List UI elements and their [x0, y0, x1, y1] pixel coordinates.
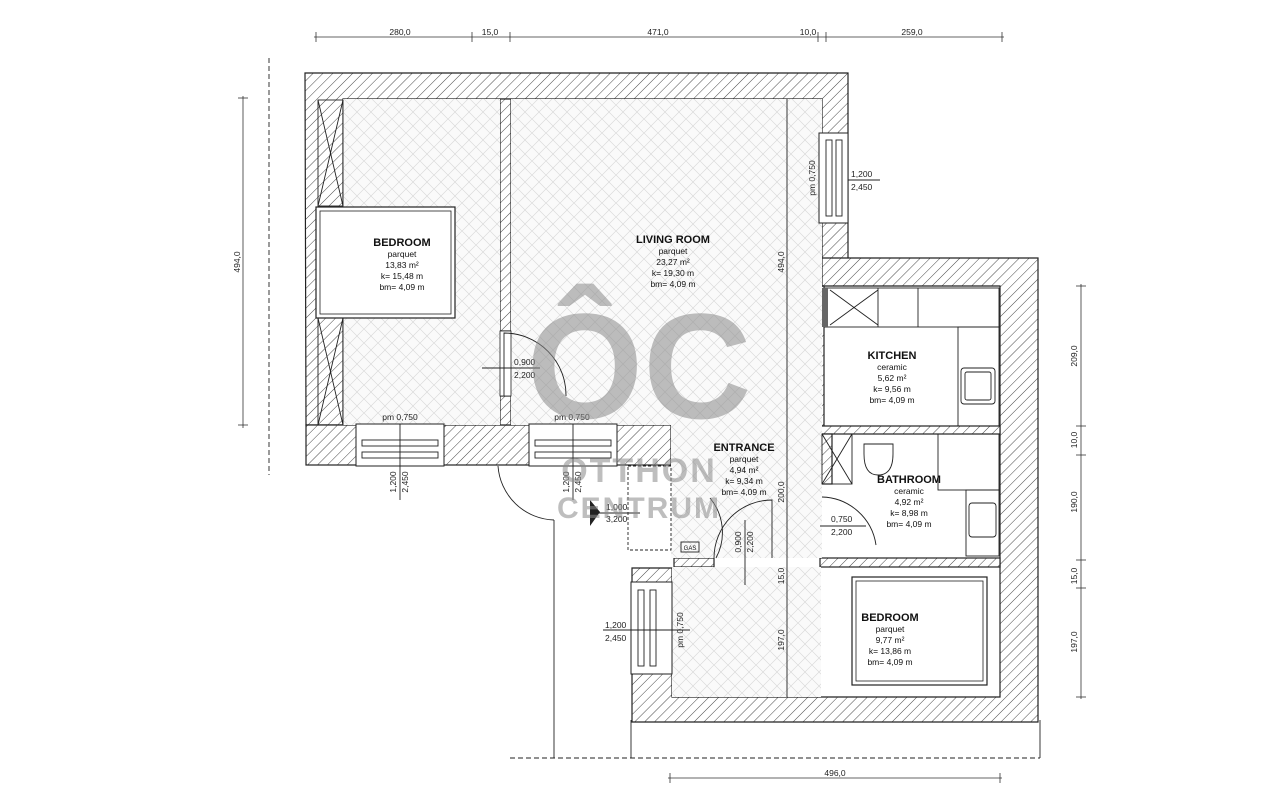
- dimension-label: 209,0: [1069, 345, 1079, 367]
- dimension-label: 15,0: [776, 567, 786, 584]
- room-area: 5,62 m²: [878, 373, 907, 383]
- dimension-label: 496,0: [824, 768, 846, 778]
- watermark-line-1: OTTHON: [561, 452, 717, 490]
- room-area: 4,92 m²: [895, 497, 924, 507]
- room-height: bm= 4,09 m: [867, 657, 912, 667]
- dimension-label: 494,0: [232, 251, 242, 273]
- window-height: 2,450: [605, 633, 627, 643]
- dimension-label: 197,0: [776, 629, 786, 651]
- window-bedroom2-left: 1,200 2,450 pm 0,750: [603, 581, 690, 675]
- room-perimeter: k= 15,48 m: [381, 271, 423, 281]
- window-height: 2,450: [400, 471, 410, 493]
- room-perimeter: k= 19,30 m: [652, 268, 694, 278]
- room-name: BATHROOM: [877, 474, 941, 486]
- room-floor: ceramic: [894, 486, 925, 496]
- room-area: 23,27 m²: [656, 257, 690, 267]
- door-entry: 1,000 3,200: [497, 465, 672, 551]
- room-area: 13,83 m²: [385, 260, 419, 270]
- gas-label: GAS: [684, 546, 697, 552]
- room-perimeter: k= 8,98 m: [890, 508, 928, 518]
- sill-height: pm 0,750: [554, 412, 590, 422]
- dimension-label: 15,0: [482, 27, 499, 37]
- room-area: 4,94 m²: [730, 465, 759, 475]
- door-height: 2,200: [745, 531, 755, 553]
- door-height: 2,200: [514, 370, 536, 380]
- top-dimension-line: 280,0 15,0 471,0 10,0 259,0: [314, 27, 1004, 42]
- room-label-kitchen: KITCHEN ceramic 5,62 m² k= 9,56 m bm= 4,…: [868, 350, 917, 405]
- room-name: KITCHEN: [868, 350, 917, 362]
- dimension-label: 471,0: [647, 27, 669, 37]
- door-height: 3,200: [606, 514, 628, 524]
- room-area: 9,77 m²: [876, 635, 905, 645]
- room-height: bm= 4,09 m: [886, 519, 931, 529]
- bottom-dimension-line: 496,0: [510, 520, 1041, 783]
- toilet-icon: [863, 443, 894, 476]
- dimension-label: 197,0: [1069, 631, 1079, 653]
- window-height: 2,450: [851, 182, 873, 192]
- dimension-label: 15,0: [1069, 567, 1079, 584]
- door-bathroom: 0,750 2,200: [820, 496, 877, 546]
- sill-height: pm 0,750: [807, 160, 817, 196]
- window-height: 2,450: [573, 471, 583, 493]
- door-width: 0,900: [733, 531, 743, 553]
- room-label-entrance: ENTRANCE parquet 4,94 m² k= 9,34 m bm= 4…: [713, 442, 774, 497]
- room-floor: ceramic: [877, 362, 908, 372]
- room-name: LIVING ROOM: [636, 234, 710, 246]
- room-name: BEDROOM: [373, 237, 430, 249]
- bath-sink: [968, 502, 997, 538]
- door-bedroom2: 0,900 2,200: [709, 497, 773, 585]
- window-width: 1,200: [561, 471, 571, 493]
- wardrobe-top: [317, 99, 344, 207]
- bed: [315, 206, 456, 319]
- room-name: ENTRANCE: [713, 442, 774, 454]
- room-floor: parquet: [730, 454, 759, 464]
- dimension-label: 200,0: [776, 481, 786, 503]
- door-width: 1,000: [606, 502, 628, 512]
- room-label-living-room: LIVING ROOM parquet 23,27 m² k= 19,30 m …: [636, 234, 710, 289]
- watermark-line-2: CENTRUM: [557, 492, 721, 525]
- room-height: bm= 4,09 m: [721, 487, 766, 497]
- kitchen-counter: [822, 287, 1000, 427]
- shower-tray: [821, 433, 853, 485]
- room-floor: parquet: [659, 246, 688, 256]
- left-dimension-line: 494,0: [232, 58, 270, 475]
- room-label-bedroom: BEDROOM parquet 13,83 m² k= 15,48 m bm= …: [373, 237, 430, 292]
- window-bedroom-bottom: pm 0,750 1,200 2,450: [355, 412, 445, 500]
- watermark-logo: ÔC OTTHON CENTRUM: [527, 282, 752, 525]
- sill-height: pm 0,750: [382, 412, 418, 422]
- dimension-label: 494,0: [776, 251, 786, 273]
- room-height: bm= 4,09 m: [650, 279, 695, 289]
- window-width: 1,200: [605, 620, 627, 630]
- door-height: 2,200: [831, 527, 853, 537]
- room-height: bm= 4,09 m: [869, 395, 914, 405]
- kitchen-sink: [960, 367, 996, 405]
- watermark-logo-text: ÔC: [527, 282, 752, 450]
- dimension-label: 190,0: [1069, 491, 1079, 513]
- dimension-label: 10,0: [800, 27, 817, 37]
- gas-meter: GAS: [680, 541, 700, 553]
- room-label-bathroom: BATHROOM ceramic 4,92 m² k= 8,98 m bm= 4…: [877, 474, 941, 529]
- door-width: 0,750: [831, 514, 853, 524]
- room-height: bm= 4,09 m: [379, 282, 424, 292]
- room-perimeter: k= 13,86 m: [869, 646, 911, 656]
- door-width: 0,900: [514, 357, 536, 367]
- window-living-bottom: pm 0,750 1,200 2,450: [528, 412, 618, 500]
- window-width: 1,200: [388, 471, 398, 493]
- door-living: 0,900 2,200: [482, 330, 567, 397]
- bed: [851, 576, 988, 686]
- room-perimeter: k= 9,34 m: [725, 476, 763, 486]
- room-floor: parquet: [876, 624, 905, 634]
- room-label-bedroom-2: BEDROOM parquet 9,77 m² k= 13,86 m bm= 4…: [861, 612, 918, 667]
- window-living-right: 1,200 2,450 pm 0,750: [807, 132, 880, 224]
- right-dimension-line: 209,0 10,0 190,0 15,0 197,0: [1069, 284, 1086, 699]
- dimension-label: 280,0: [389, 27, 411, 37]
- room-perimeter: k= 9,56 m: [873, 384, 911, 394]
- window-width: 1,200: [851, 169, 873, 179]
- room-floor: parquet: [388, 249, 417, 259]
- room-name: BEDROOM: [861, 612, 918, 624]
- dimension-label: 10,0: [1069, 431, 1079, 448]
- dimension-label: 259,0: [901, 27, 923, 37]
- sill-height: pm 0,750: [675, 612, 685, 648]
